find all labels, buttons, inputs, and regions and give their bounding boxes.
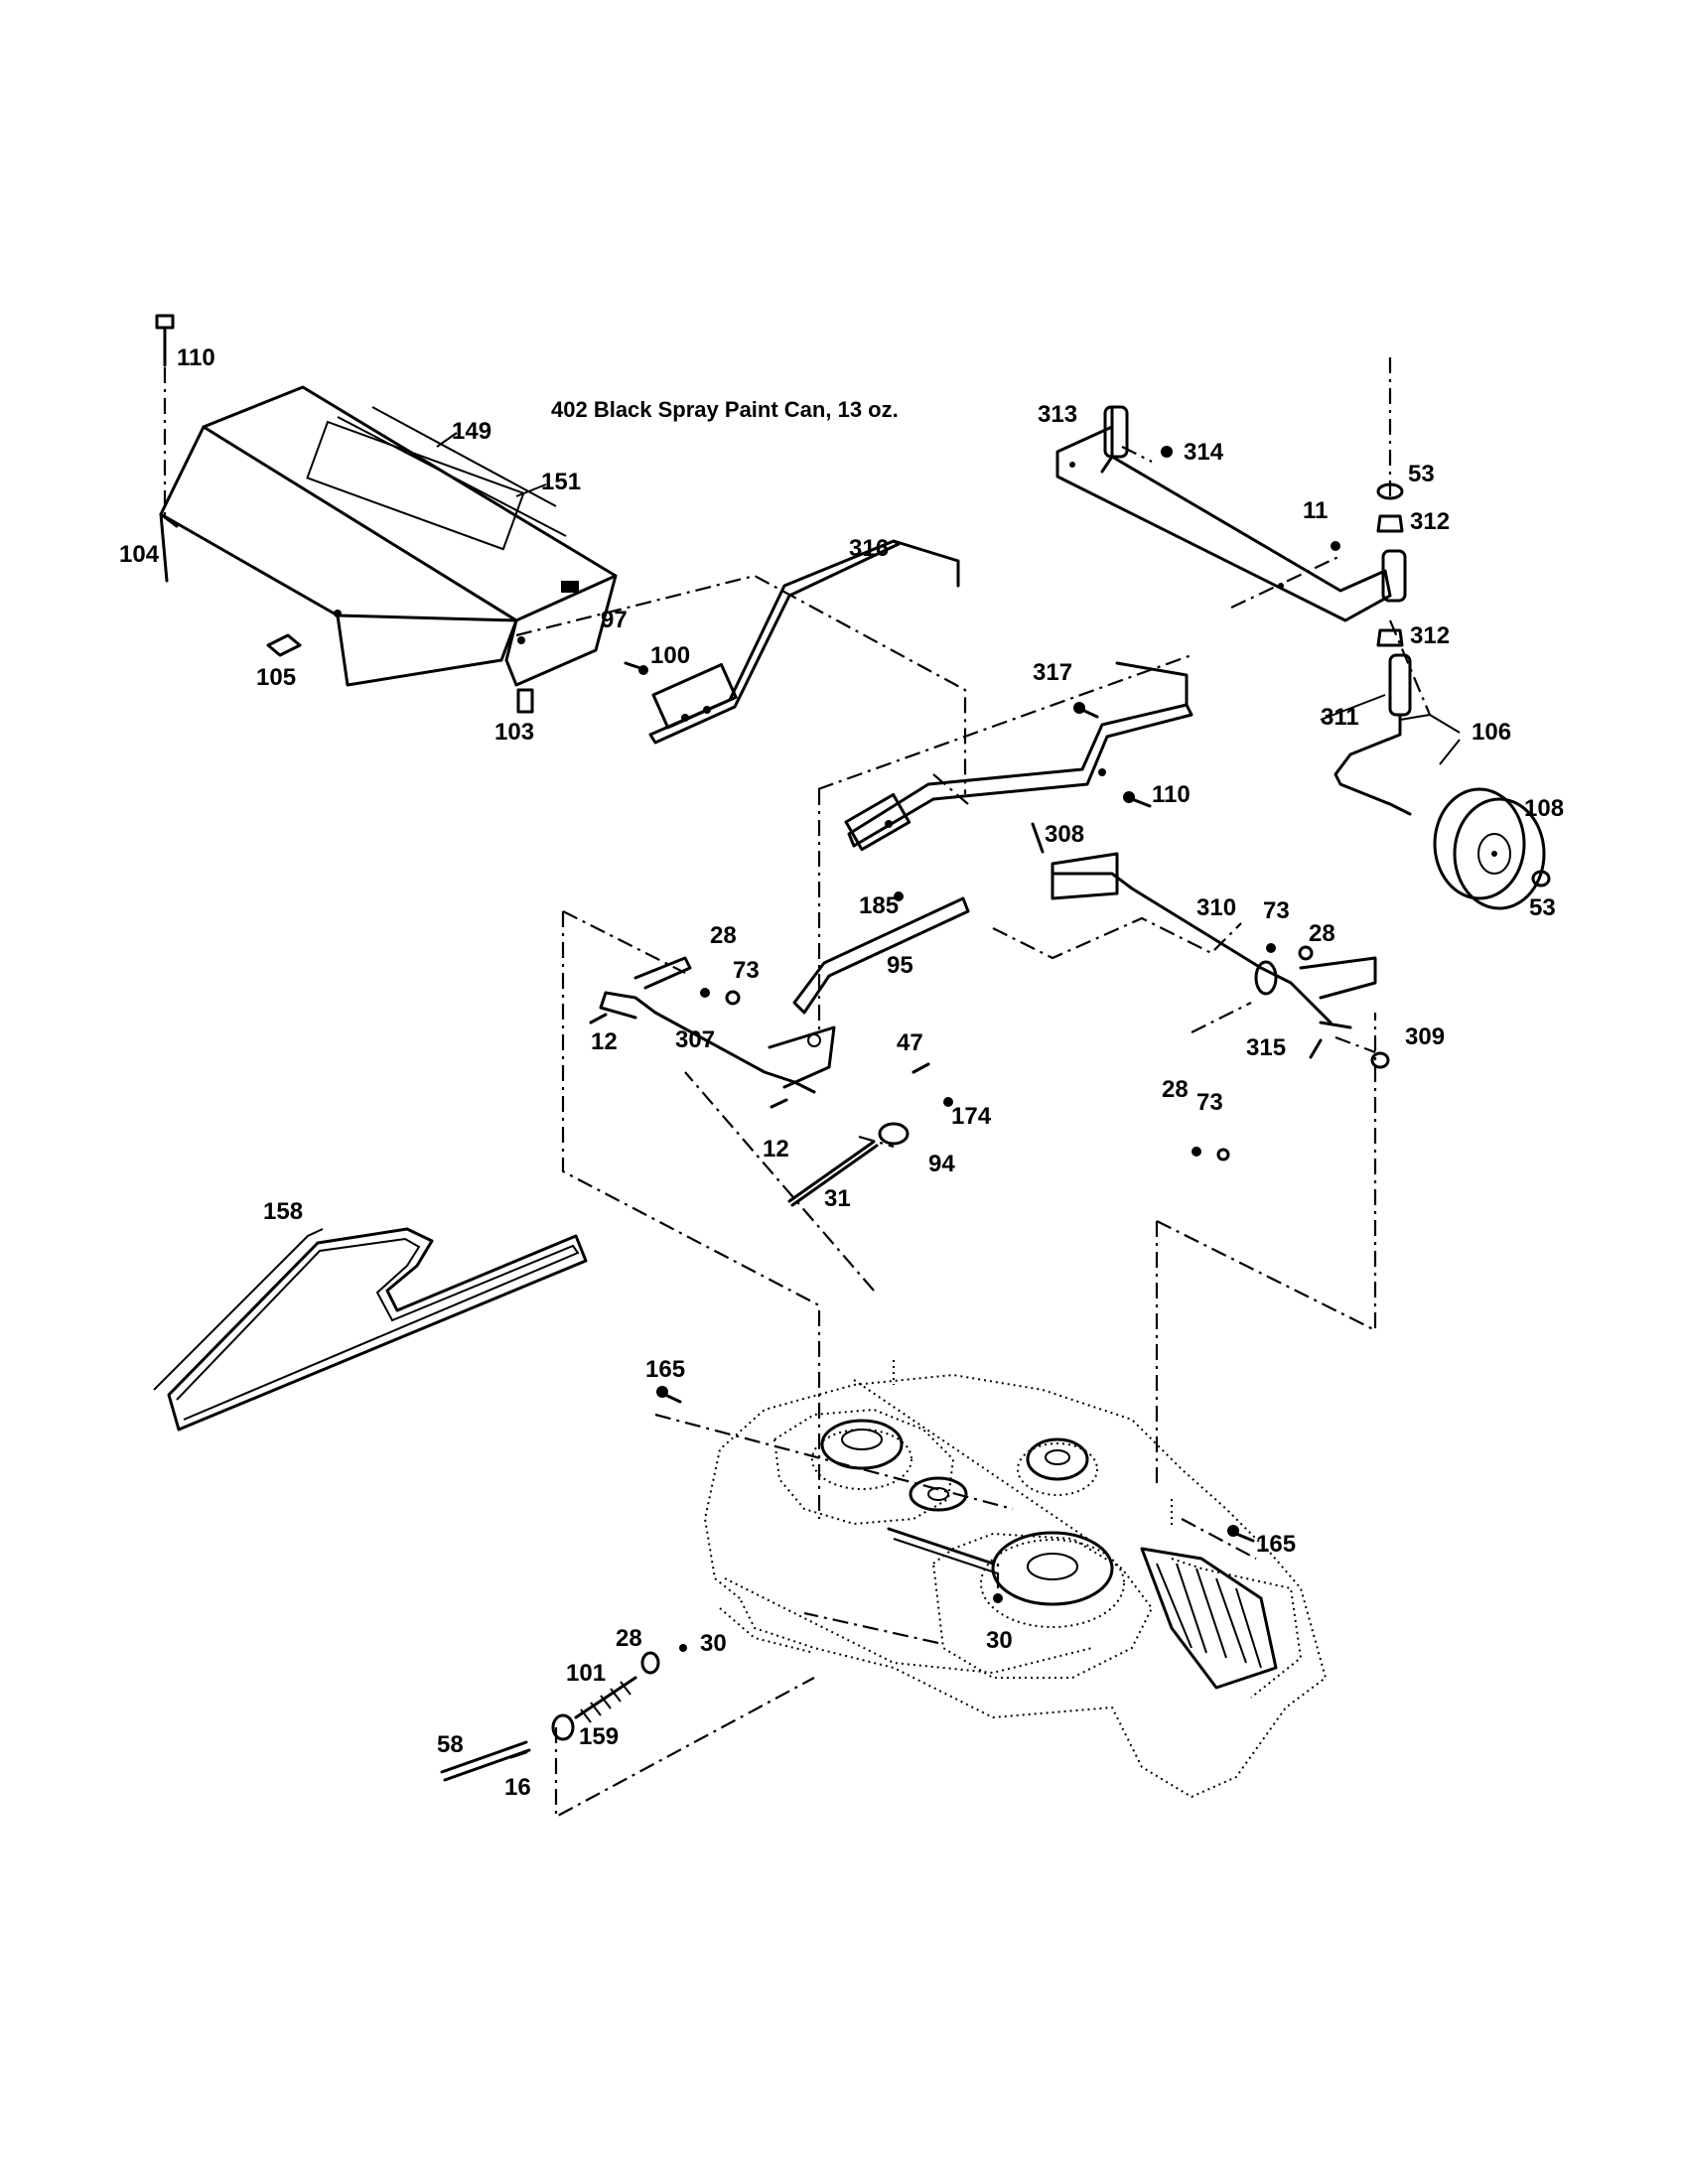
spindle-311 bbox=[1333, 653, 1412, 816]
callout-28a: 28 bbox=[710, 922, 737, 949]
paint-note: 402 Black Spray Paint Can, 13 oz. bbox=[551, 397, 899, 422]
callout-30b: 30 bbox=[700, 1630, 727, 1657]
callout-leaders bbox=[436, 432, 1461, 765]
assembly-leader-lines bbox=[163, 357, 1432, 1819]
callout-53b: 53 bbox=[1529, 894, 1556, 921]
callout-174: 174 bbox=[951, 1103, 992, 1130]
washer-53-icon bbox=[1531, 870, 1551, 887]
discharge-chute bbox=[1140, 1547, 1278, 1690]
bracket-316 bbox=[648, 539, 960, 745]
rod-31 bbox=[787, 1122, 910, 1207]
callout-103: 103 bbox=[494, 719, 534, 746]
callout-101: 101 bbox=[566, 1660, 606, 1687]
clip-103-icon bbox=[516, 688, 534, 714]
callout-94: 94 bbox=[928, 1151, 955, 1177]
callout-47: 47 bbox=[897, 1029, 923, 1056]
callout-28c: 28 bbox=[1162, 1076, 1189, 1103]
shroud-assembly bbox=[159, 385, 618, 687]
deck-rod-hatch bbox=[887, 1527, 999, 1574]
callout-58: 58 bbox=[437, 1731, 464, 1758]
callout-308: 308 bbox=[1045, 821, 1084, 848]
bolt-110b-icon bbox=[1123, 791, 1152, 808]
callout-165b: 165 bbox=[1256, 1531, 1296, 1558]
callout-108: 108 bbox=[1524, 795, 1564, 822]
callout-315: 315 bbox=[1246, 1034, 1286, 1061]
callout-73c: 73 bbox=[1196, 1089, 1223, 1116]
callout-317: 317 bbox=[1033, 659, 1072, 686]
callout-97: 97 bbox=[601, 607, 628, 633]
callout-16: 16 bbox=[504, 1774, 531, 1801]
callout-95: 95 bbox=[887, 952, 913, 979]
wheel-108-icon bbox=[1433, 787, 1546, 910]
rod-307 bbox=[599, 956, 836, 1094]
nut-30a-icon bbox=[993, 1593, 1003, 1603]
callout-105: 105 bbox=[256, 664, 296, 691]
link-95 bbox=[792, 891, 970, 1015]
callout-12a: 12 bbox=[591, 1028, 618, 1055]
bolt-165b-icon bbox=[1227, 1525, 1255, 1543]
callout-307: 307 bbox=[675, 1026, 715, 1053]
callout-312a: 312 bbox=[1410, 508, 1450, 535]
callout-313: 313 bbox=[1038, 401, 1077, 428]
callout-12b: 12 bbox=[763, 1136, 789, 1162]
spring-assembly-101 bbox=[440, 1644, 687, 1782]
callout-104: 104 bbox=[119, 541, 160, 568]
nut-105-icon bbox=[266, 633, 302, 657]
bolt-317-icon bbox=[1073, 702, 1099, 719]
belt-158 bbox=[153, 1227, 588, 1432]
pin-308-icon bbox=[1031, 822, 1045, 854]
callout-110: 110 bbox=[177, 344, 215, 371]
hardware-group-right bbox=[1161, 446, 1404, 647]
screw-100-icon bbox=[624, 661, 648, 675]
callout-159: 159 bbox=[579, 1723, 619, 1750]
callout-310: 310 bbox=[1196, 894, 1236, 921]
mower-deck bbox=[703, 1360, 1328, 1799]
axle-yoke-313 bbox=[1055, 405, 1407, 622]
callout-151: 151 bbox=[541, 469, 581, 495]
callout-73a: 73 bbox=[733, 957, 760, 984]
callout-185: 185 bbox=[859, 892, 899, 919]
callout-28b: 28 bbox=[1309, 920, 1335, 947]
callout-106: 106 bbox=[1472, 719, 1511, 746]
callout-149: 149 bbox=[452, 418, 491, 445]
callout-11: 11 bbox=[1303, 497, 1328, 524]
callout-53a: 53 bbox=[1408, 461, 1435, 487]
callout-28d: 28 bbox=[616, 1625, 642, 1652]
rear-hanger-bracket bbox=[844, 661, 1193, 852]
bolt-110-icon bbox=[155, 314, 175, 367]
callout-165a: 165 bbox=[645, 1356, 685, 1383]
callout-73b: 73 bbox=[1263, 897, 1290, 924]
callout-309: 309 bbox=[1405, 1024, 1445, 1050]
callout-30a: 30 bbox=[986, 1627, 1013, 1654]
callout-110b: 110 bbox=[1152, 781, 1191, 808]
small-hardware bbox=[589, 943, 1390, 1161]
callout-314: 314 bbox=[1184, 439, 1224, 466]
callout-31: 31 bbox=[824, 1185, 851, 1212]
deck-pulleys bbox=[811, 1419, 1125, 1628]
callout-312b: 312 bbox=[1410, 622, 1450, 649]
bolt-165a-icon bbox=[656, 1386, 682, 1404]
callout-158: 158 bbox=[263, 1198, 303, 1225]
rod-310 bbox=[1051, 852, 1377, 1029]
callout-100: 100 bbox=[650, 642, 690, 669]
callout-316: 316 bbox=[849, 535, 889, 562]
